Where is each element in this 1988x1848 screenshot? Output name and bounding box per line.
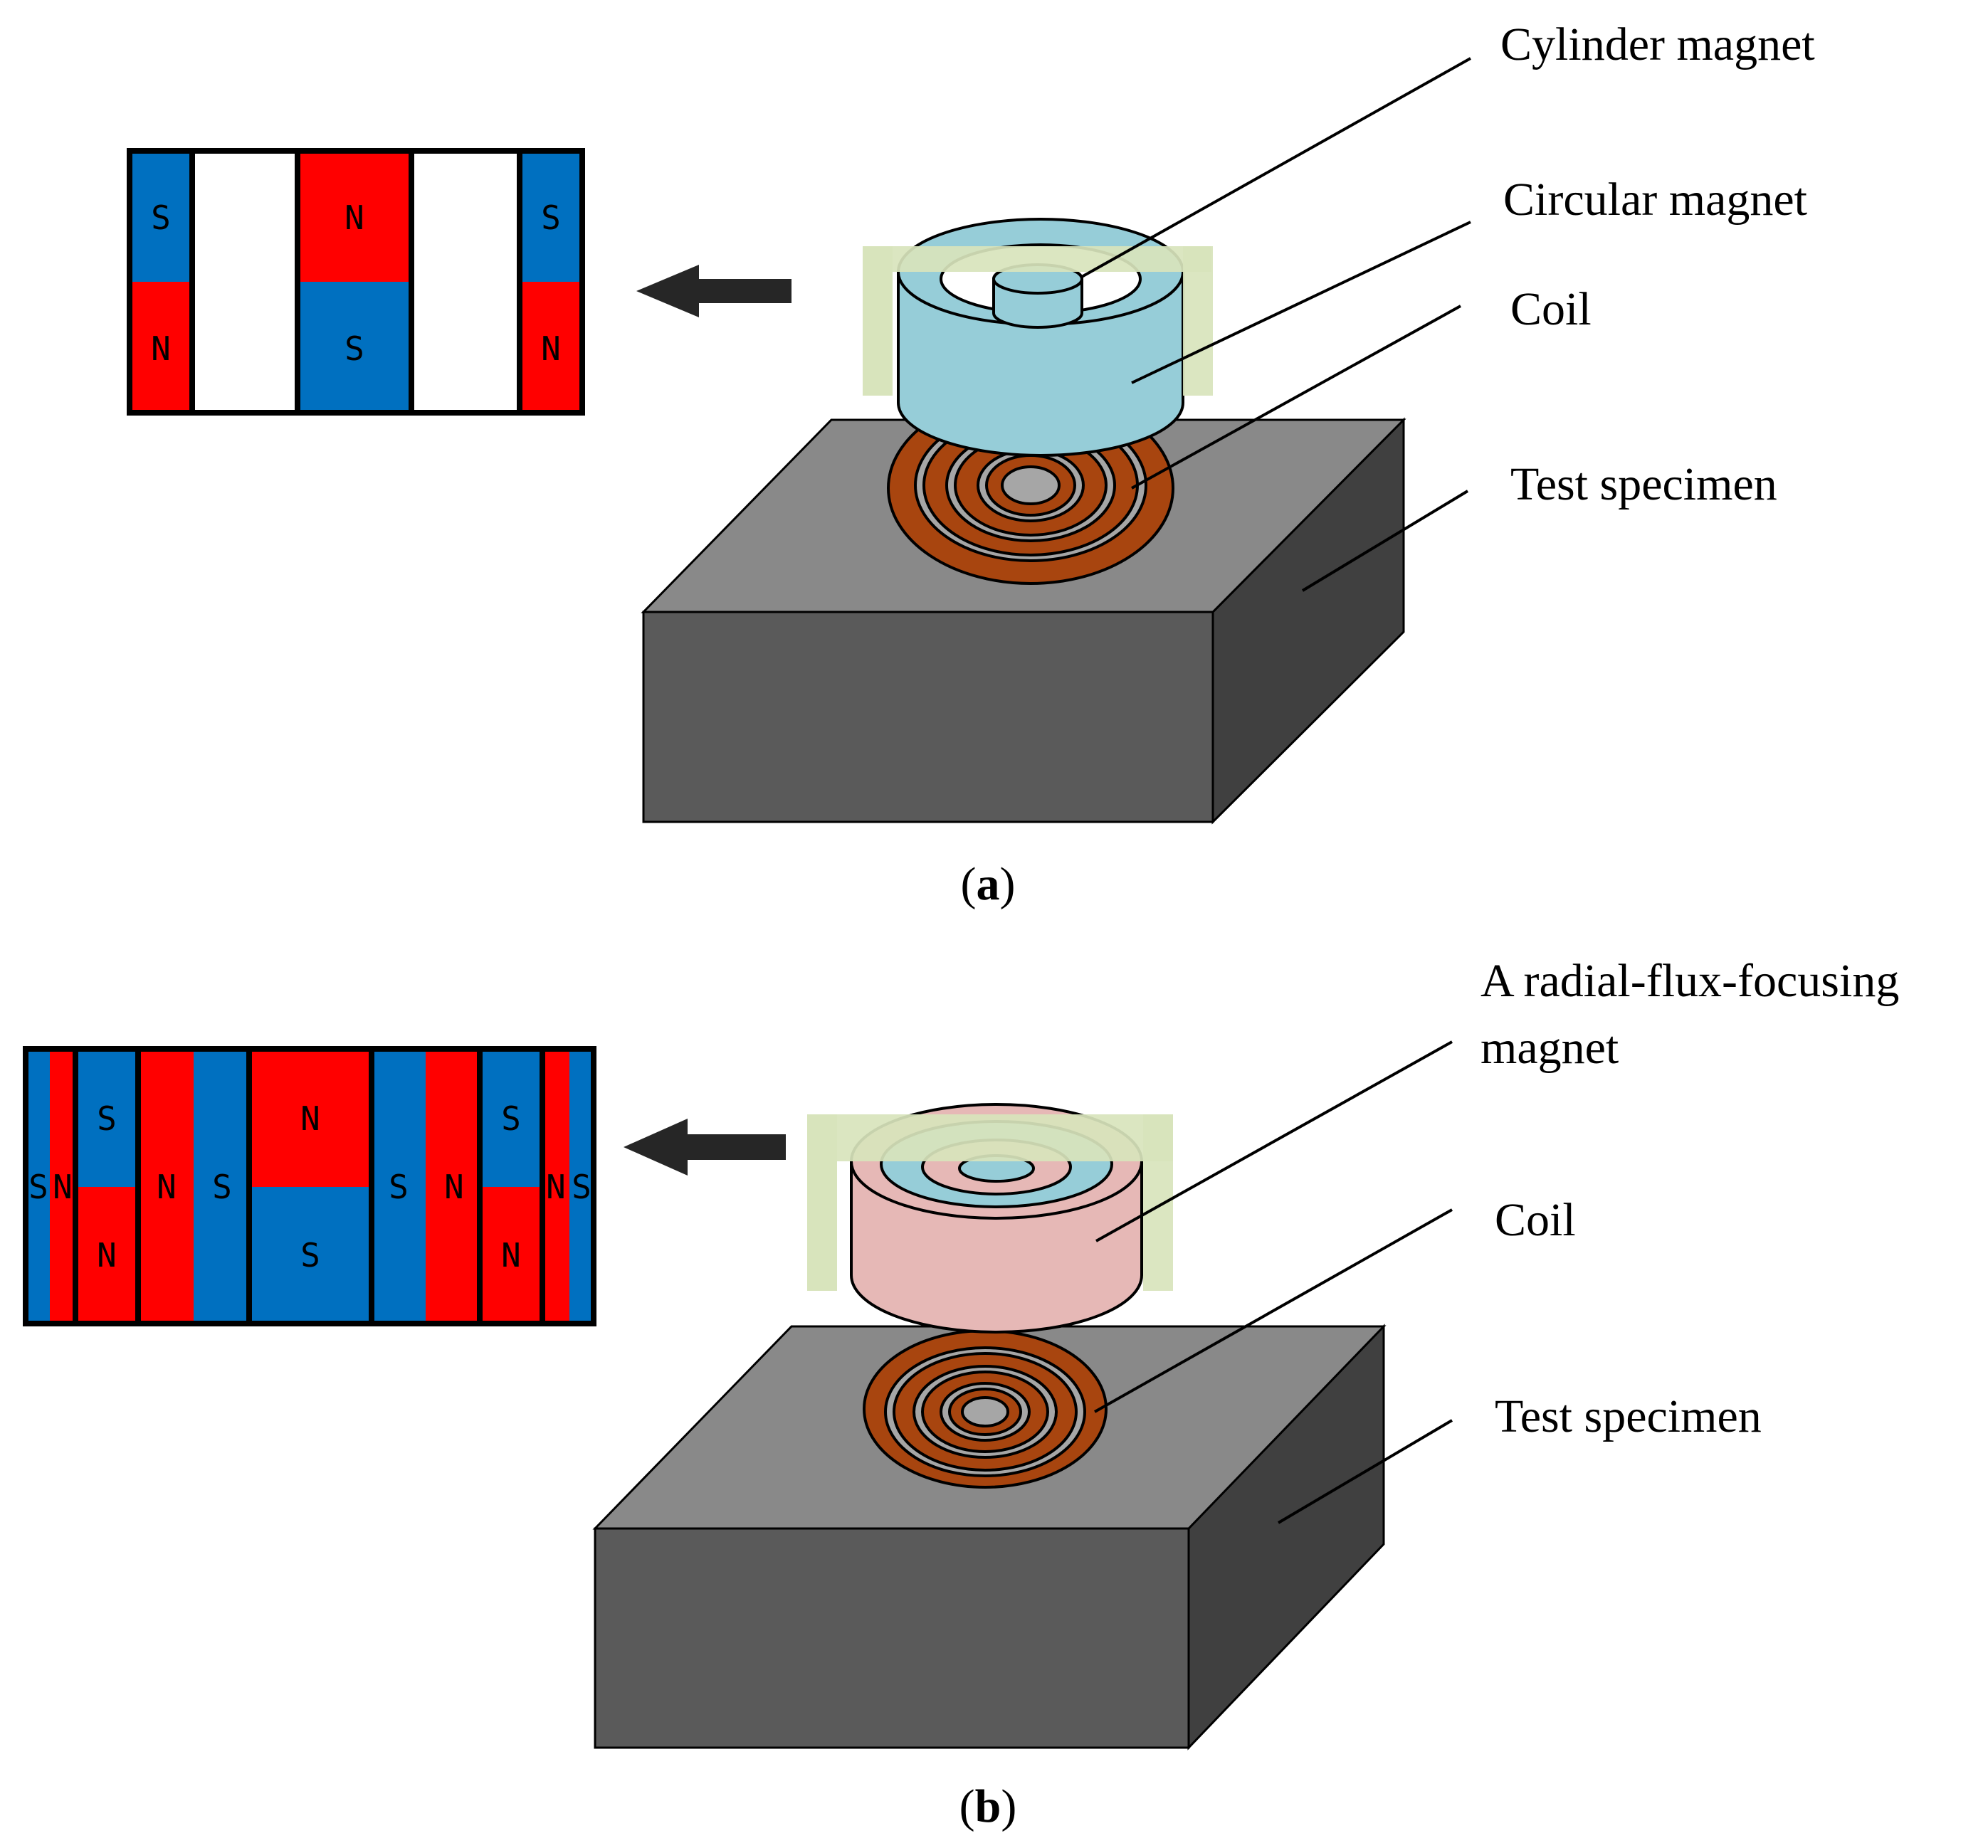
label-test-specimen: Test specimen — [1495, 1390, 1762, 1442]
pole-label: N — [546, 1168, 566, 1206]
pole-label: N — [345, 199, 364, 237]
test-specimen-b — [592, 1324, 1387, 1751]
leader-line — [1301, 490, 1469, 592]
pole-label: S — [28, 1168, 48, 1206]
pole-label: S — [572, 1168, 591, 1206]
pole-label: N — [157, 1168, 177, 1206]
cross-section-frame — [23, 1046, 596, 1326]
pole-label: N — [541, 329, 561, 368]
pole-label: N — [53, 1168, 73, 1206]
pole-label: S — [212, 1168, 232, 1206]
leader-line — [1094, 1208, 1453, 1413]
label-radial-magnet-line1: A radial-flux-focusing — [1481, 955, 1899, 1007]
label-coil: Coil — [1495, 1194, 1576, 1246]
caption-b: (b) — [959, 1780, 1017, 1832]
cylinder-magnet-north — [298, 151, 411, 282]
pole-label: S — [389, 1168, 409, 1206]
leader-line — [1095, 1040, 1453, 1242]
leader-line — [1277, 1419, 1453, 1524]
magnet-cross-section-a: S N N S S N — [127, 148, 585, 416]
pole-label: N — [151, 329, 171, 368]
leader-line — [1080, 57, 1471, 279]
label-circular-magnet: Circular magnet — [1503, 174, 1807, 226]
magnet-cross-section-b: S N S N N S N S S N S N N S — [23, 1046, 596, 1326]
caption-a: (a) — [961, 858, 1016, 910]
circular-magnet-left-north — [130, 282, 192, 413]
pole-label: N — [501, 1236, 521, 1274]
pole-label: S — [97, 1099, 117, 1138]
magnet-assembly-a — [863, 218, 1213, 457]
panel-a: S N N S S N — [127, 19, 1815, 910]
pole-label: S — [300, 1236, 320, 1274]
coil-b — [863, 1329, 1108, 1489]
specimen-front-face — [642, 611, 1214, 823]
bracket-right — [1183, 246, 1213, 396]
bracket-top — [863, 246, 1211, 272]
cylinder-magnet-south — [298, 282, 411, 413]
specimen-front-face — [594, 1527, 1190, 1749]
leader-line — [1131, 305, 1461, 490]
pole-label: S — [501, 1099, 521, 1138]
pole-label: S — [345, 329, 364, 368]
circular-magnet-right-south — [520, 151, 582, 282]
left-arrow-icon — [624, 1119, 786, 1176]
test-specimen-a — [641, 417, 1406, 825]
cross-section-frame — [127, 148, 585, 416]
pole-label: S — [151, 199, 171, 237]
leader-line — [1131, 221, 1471, 384]
magnet-assembly-b — [807, 1103, 1173, 1334]
label-test-specimen: Test specimen — [1510, 458, 1777, 510]
bracket-top — [807, 1114, 1173, 1161]
label-radial-magnet-line2: magnet — [1481, 1022, 1619, 1074]
label-coil: Coil — [1510, 283, 1592, 335]
pole-label: N — [97, 1236, 117, 1274]
panel-b: S N S N N S N S S N S N N S — [23, 955, 1899, 1832]
circular-magnet-left-south — [130, 151, 192, 282]
label-cylinder-magnet: Cylinder magnet — [1500, 19, 1815, 70]
circular-magnet-right-north — [520, 282, 582, 413]
pole-label: S — [541, 199, 561, 237]
pole-label: N — [300, 1099, 320, 1138]
left-arrow-icon — [636, 265, 791, 317]
pole-label: N — [444, 1168, 464, 1206]
bracket-right — [1143, 1114, 1173, 1291]
